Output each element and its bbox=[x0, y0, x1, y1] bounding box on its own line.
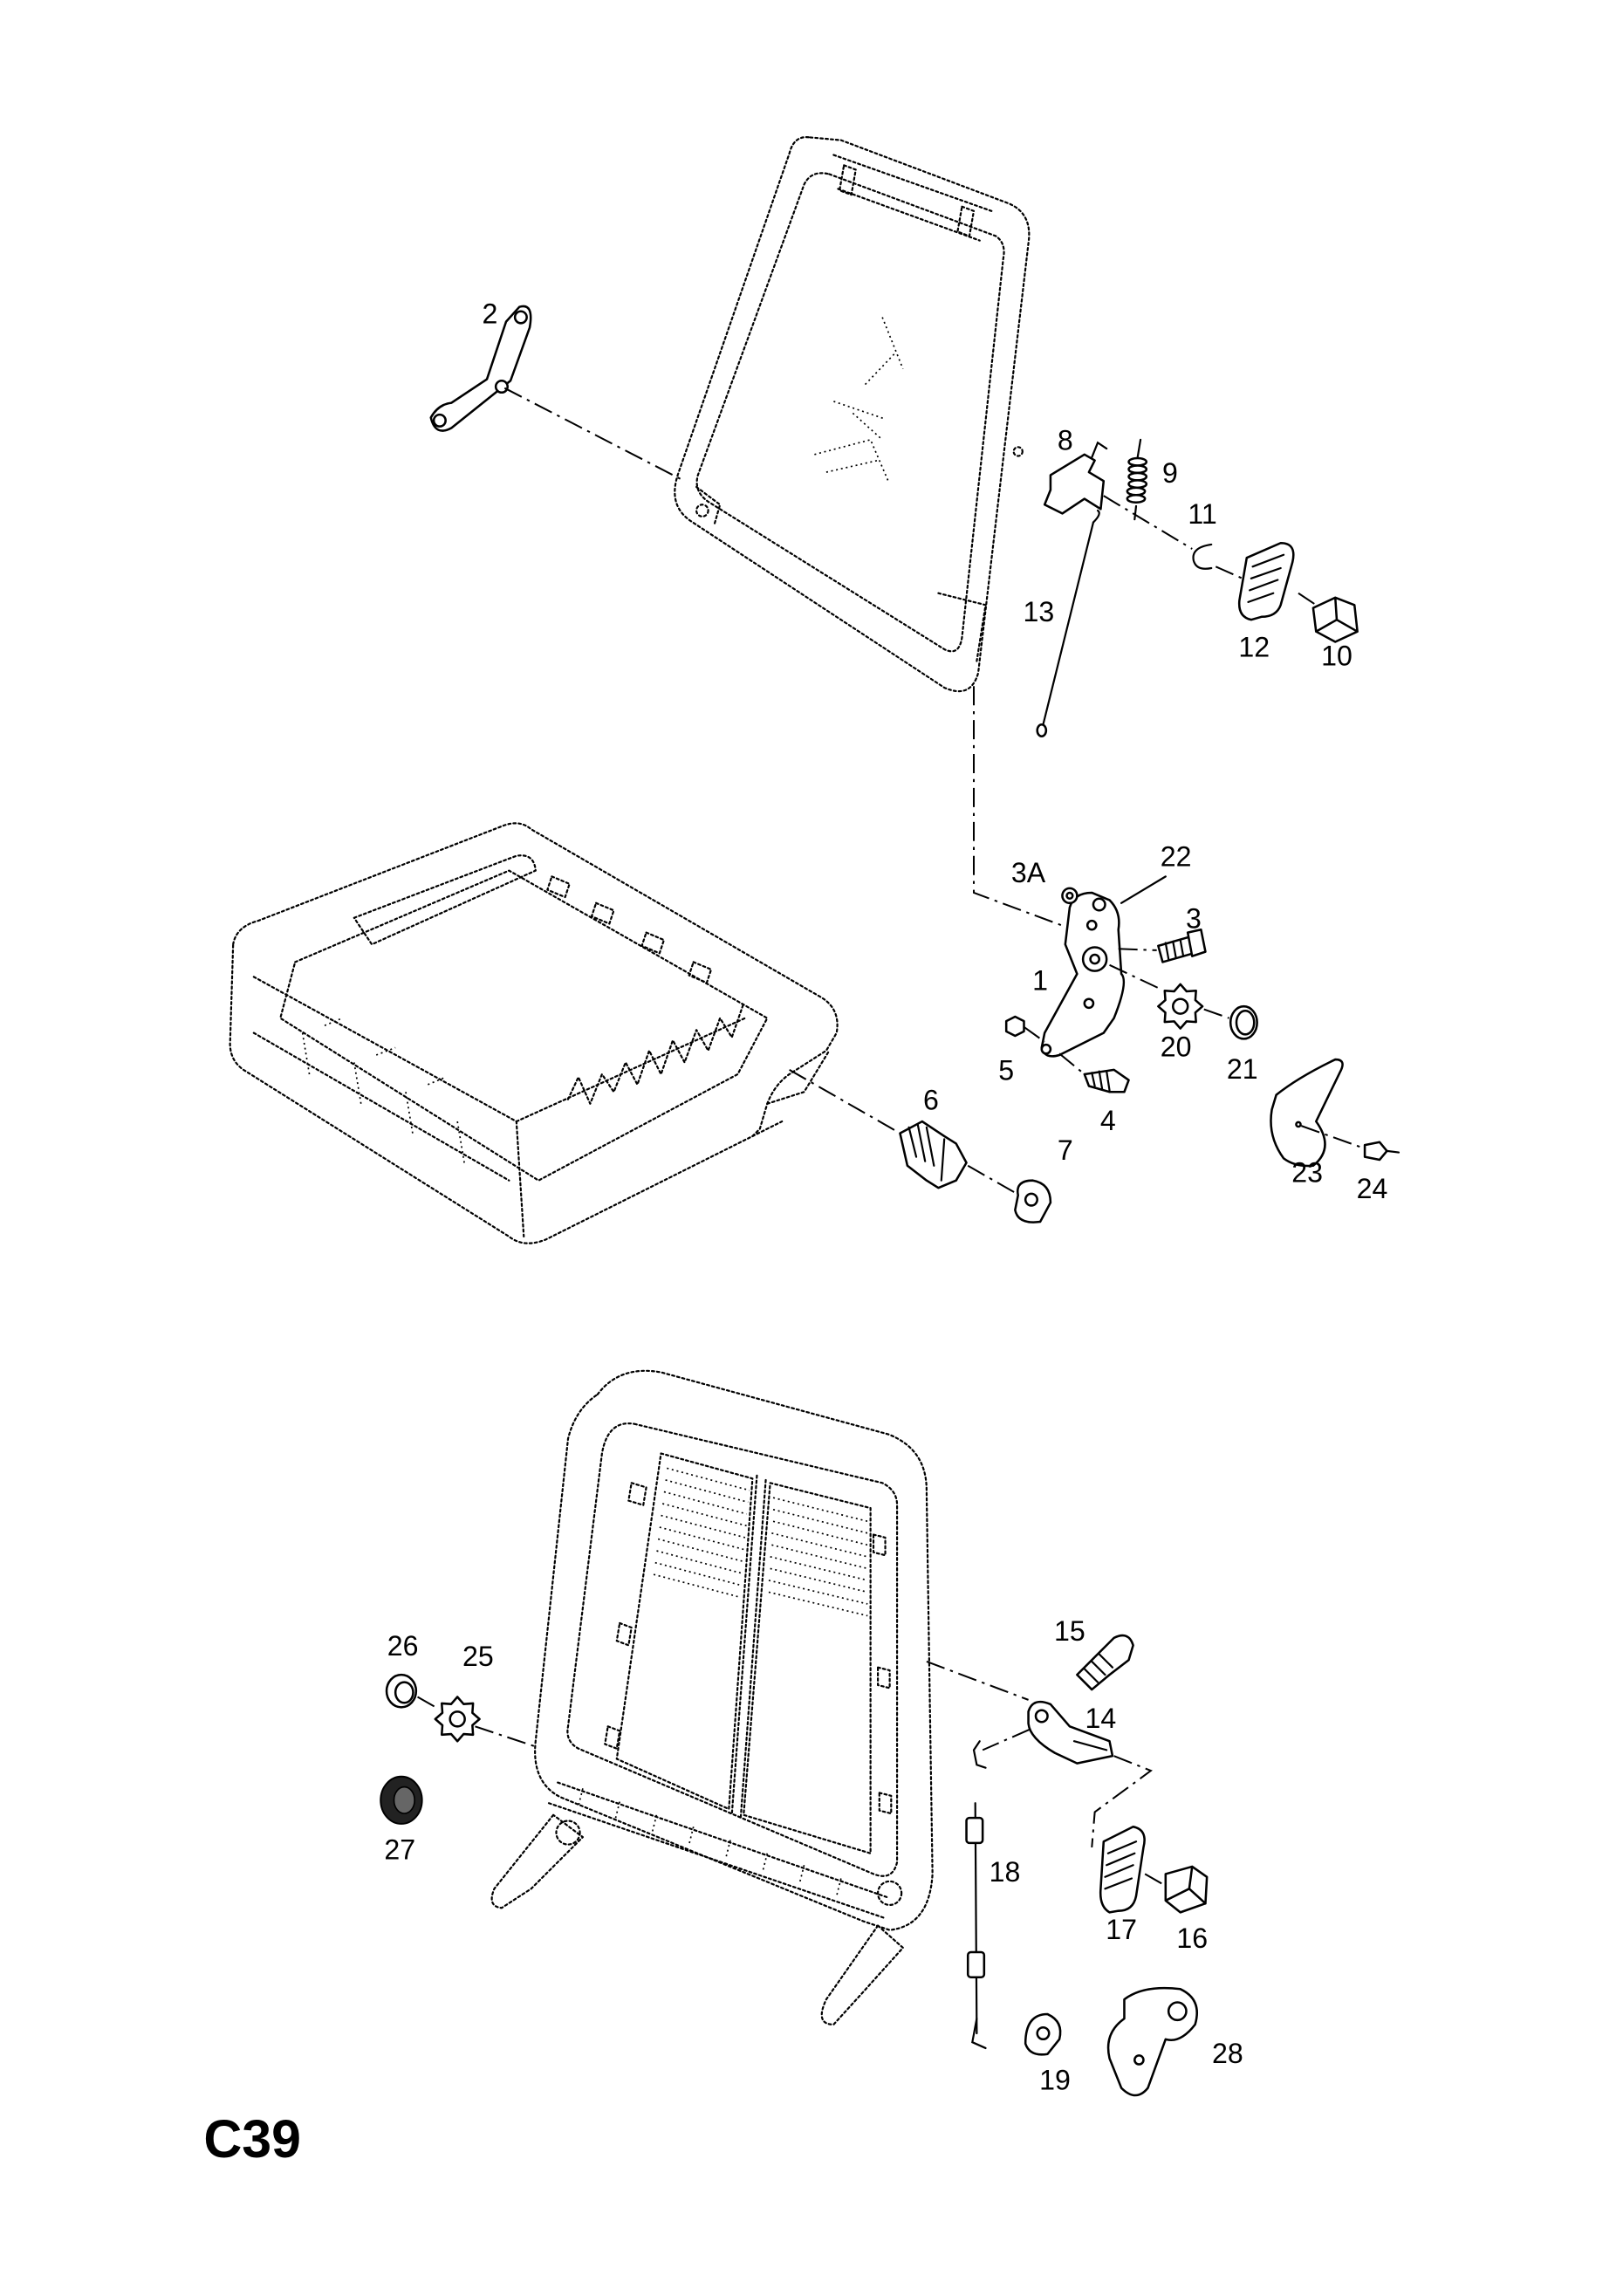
callout-20: 20 bbox=[1161, 1031, 1192, 1063]
callout-17: 17 bbox=[1106, 1914, 1137, 1945]
callout-25: 25 bbox=[462, 1641, 494, 1672]
page-code: C39 bbox=[203, 2109, 301, 2169]
callout-4: 4 bbox=[1100, 1105, 1116, 1136]
backrest-frame-upper bbox=[674, 136, 1031, 693]
hinge-cover-part bbox=[1106, 1986, 1199, 2097]
callout-1: 1 bbox=[1032, 965, 1048, 997]
callout-14: 14 bbox=[1085, 1703, 1117, 1734]
callout-28: 28 bbox=[1212, 2038, 1243, 2069]
pivot-bolt-part bbox=[1076, 1634, 1134, 1691]
callout-26: 26 bbox=[387, 1630, 419, 1662]
adjuster-knob-part bbox=[434, 1696, 481, 1743]
callout-5: 5 bbox=[998, 1055, 1014, 1086]
release-lever-part bbox=[1043, 441, 1108, 515]
recliner-hinge-part bbox=[1040, 891, 1126, 1058]
callout-18: 18 bbox=[990, 1856, 1021, 1888]
callout-15: 15 bbox=[1054, 1615, 1085, 1647]
adjuster-knob-part bbox=[1157, 983, 1204, 1030]
leader-line bbox=[417, 1660, 1029, 1748]
leader-line bbox=[1103, 495, 1317, 607]
leader-line bbox=[1109, 948, 1229, 1019]
leader-line bbox=[1023, 1026, 1045, 1043]
leader-line bbox=[503, 387, 682, 481]
spring-washer-part bbox=[1014, 1179, 1052, 1223]
callout-12: 12 bbox=[1238, 631, 1270, 662]
callout-3A: 3A bbox=[1011, 857, 1046, 888]
cover-cap-part bbox=[1229, 1004, 1258, 1040]
hinge-cover-part bbox=[1270, 1058, 1344, 1168]
coil-spring-part bbox=[1126, 438, 1148, 521]
hinge-bolt-part bbox=[1157, 928, 1207, 963]
pivot-bolt-part bbox=[899, 1120, 968, 1189]
callout-13: 13 bbox=[1024, 596, 1055, 627]
callout-8: 8 bbox=[1058, 425, 1073, 456]
callout-19: 19 bbox=[1039, 2064, 1071, 2095]
callout-24: 24 bbox=[1357, 1173, 1388, 1204]
washer-part bbox=[1061, 887, 1079, 905]
seat-cushion-frame bbox=[229, 822, 839, 1244]
hinge-bracket-part bbox=[429, 305, 532, 432]
connecting-rod-part bbox=[965, 1740, 987, 2050]
callout-pointer bbox=[1120, 875, 1167, 904]
release-handle-part bbox=[1099, 1826, 1146, 1914]
push-clip-part bbox=[1363, 1141, 1400, 1162]
callout-10: 10 bbox=[1321, 641, 1352, 672]
release-lever-part bbox=[1027, 1700, 1114, 1765]
screw-part bbox=[1083, 1068, 1130, 1093]
callout-23: 23 bbox=[1291, 1156, 1323, 1188]
connecting-rod-part bbox=[1036, 509, 1100, 738]
callout-7: 7 bbox=[1058, 1134, 1073, 1166]
leader-line bbox=[1058, 1052, 1085, 1075]
backrest-frame-lower bbox=[490, 1369, 934, 2025]
callout-21: 21 bbox=[1227, 1053, 1258, 1085]
callout-3: 3 bbox=[1186, 903, 1202, 935]
leader-line bbox=[982, 1728, 1167, 1887]
handle-knob-part bbox=[1311, 596, 1359, 643]
retaining-clip-part bbox=[1192, 543, 1213, 570]
handle-knob-part bbox=[1164, 1865, 1209, 1914]
spring-washer-part bbox=[1024, 2012, 1062, 2056]
callout-22: 22 bbox=[1161, 841, 1192, 873]
callout-labels: 2 8 9 11 13 12 10 22 3A 3 1 20 21 5 6 4 … bbox=[384, 298, 1387, 2095]
callout-9: 9 bbox=[1162, 457, 1178, 489]
hex-nut-part bbox=[1004, 1015, 1025, 1038]
release-handle-part bbox=[1237, 541, 1295, 621]
callout-16: 16 bbox=[1176, 1922, 1208, 1954]
knurled-cap-part bbox=[380, 1775, 423, 1825]
callout-27: 27 bbox=[384, 1834, 415, 1866]
leader-line bbox=[1301, 1125, 1364, 1149]
callout-11: 11 bbox=[1188, 498, 1216, 530]
leader-line bbox=[972, 686, 1066, 928]
callout-2: 2 bbox=[482, 298, 497, 329]
cover-cap-part bbox=[385, 1673, 418, 1709]
callout-6: 6 bbox=[923, 1085, 939, 1116]
